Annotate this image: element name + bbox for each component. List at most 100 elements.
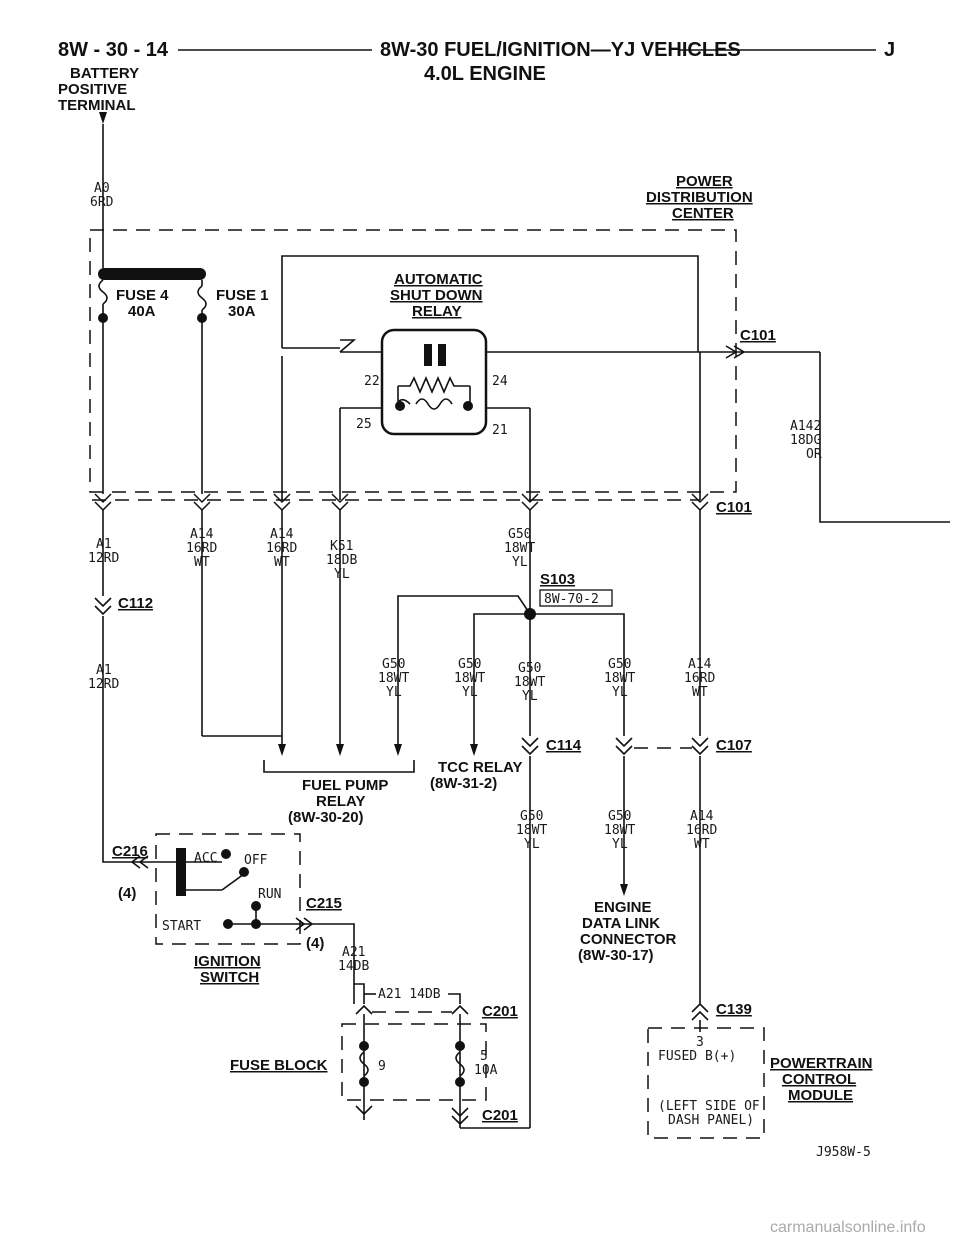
svg-text:ENGINE: ENGINE — [594, 899, 652, 916]
svg-text:G50: G50 — [520, 809, 543, 824]
ign-run: RUN — [258, 887, 281, 902]
svg-text:18WT: 18WT — [378, 671, 409, 686]
battery-terminal-label: BATTERY POSITIVE TERMINAL — [58, 65, 139, 114]
svg-text:G50: G50 — [608, 657, 631, 672]
pin-25: 25 — [356, 417, 372, 432]
connector-c101-top: C101 — [740, 327, 776, 344]
svg-text:WT: WT — [194, 555, 210, 570]
svg-text:YL: YL — [512, 555, 528, 570]
pdc-label: POWER DISTRIBUTION CENTER — [646, 173, 753, 222]
svg-text:CONNECTOR: CONNECTOR — [580, 931, 677, 948]
connector-c201-bottom-icon — [451, 1107, 469, 1126]
tcc-arrow-icon — [470, 744, 478, 756]
svg-text:YL: YL — [612, 837, 628, 852]
svg-text:18WT: 18WT — [604, 671, 635, 686]
svg-text:DISTRIBUTION: DISTRIBUTION — [646, 189, 753, 206]
wire-a142 — [819, 352, 950, 523]
svg-text:RELAY: RELAY — [316, 793, 365, 810]
svg-text:FUSE 4: FUSE 4 — [116, 287, 169, 304]
svg-text:A21: A21 — [342, 945, 365, 960]
connector-c201-left-icon — [355, 1105, 373, 1116]
ign-acc: ACC — [194, 851, 217, 866]
pin-21: 21 — [492, 423, 508, 438]
asd-coil-icon — [397, 398, 453, 410]
connector-c216-icon — [130, 855, 149, 869]
svg-text:POWER: POWER — [676, 173, 733, 190]
connector-c216-pin: (4) — [118, 885, 136, 902]
svg-text:18WT: 18WT — [604, 823, 635, 838]
svg-text:16RD: 16RD — [266, 541, 297, 556]
page-subtitle: 4.0L ENGINE — [424, 63, 546, 85]
edlc-label: ENGINE DATA LINK CONNECTOR (8W-30-17) — [578, 899, 677, 964]
wire-label-g50-2: G50 18WT YL — [454, 657, 485, 700]
fuse-9-icon — [359, 1051, 369, 1077]
svg-text:18WT: 18WT — [504, 541, 535, 556]
pdc-connector-chevrons — [94, 493, 709, 512]
svg-text:WT: WT — [692, 685, 708, 700]
svg-text:DATA LINK: DATA LINK — [582, 915, 660, 932]
pdc-bus-bar — [98, 268, 206, 280]
edge-letter: J — [884, 39, 895, 61]
fuse4-label: FUSE 4 40A — [116, 287, 169, 320]
svg-text:G50: G50 — [458, 657, 481, 672]
wire-a21 — [340, 923, 355, 1004]
svg-text:IGNITION: IGNITION — [194, 953, 261, 970]
svg-text:POWERTRAIN: POWERTRAIN — [770, 1055, 873, 1072]
wire-label-a1-bottom: A1 12RD — [88, 663, 119, 692]
wire-label-a14-right2: A14 16RD WT — [686, 809, 717, 852]
svg-text:YL: YL — [462, 685, 478, 700]
svg-text:18WT: 18WT — [516, 823, 547, 838]
svg-text:YL: YL — [524, 837, 540, 852]
ignition-blade-icon — [221, 873, 245, 891]
wire-label-g50-3: G50 18WT YL — [514, 661, 545, 704]
connector-c112-icon — [94, 597, 112, 616]
svg-text:MODULE: MODULE — [788, 1087, 853, 1104]
connector-c101-bottom: C101 — [716, 499, 752, 516]
svg-text:5: 5 — [480, 1049, 488, 1064]
figure-id: J958W-5 — [816, 1145, 871, 1160]
svg-text:YL: YL — [386, 685, 402, 700]
splice-s103: S103 — [540, 571, 575, 588]
svg-text:A14: A14 — [270, 527, 294, 542]
wire-label-g50-5: G50 18WT YL — [516, 809, 547, 852]
page-title: 8W-30 FUEL/IGNITION—YJ VEHICLES — [380, 39, 741, 61]
watermark: carmanualsonline.info — [770, 1219, 926, 1236]
edlc-arrow-icon — [620, 884, 628, 896]
svg-text:CENTER: CENTER — [672, 205, 734, 222]
battery-arrow-icon — [99, 112, 107, 124]
svg-text:YL: YL — [612, 685, 628, 700]
svg-text:WT: WT — [694, 837, 710, 852]
wire-label-g50-top: G50 18WT YL — [504, 527, 535, 570]
ignition-common-bar — [176, 848, 186, 896]
pdc-internal-loop — [281, 255, 699, 352]
svg-text:G50: G50 — [382, 657, 405, 672]
svg-text:A142: A142 — [790, 419, 821, 434]
svg-text:TCC RELAY: TCC RELAY — [438, 759, 522, 776]
svg-text:TERMINAL: TERMINAL — [58, 97, 136, 114]
connector-c112: C112 — [118, 595, 153, 612]
connector-c101-top-icon — [725, 345, 746, 359]
svg-text:A1: A1 — [96, 537, 112, 552]
connector-c139-icon — [691, 1002, 709, 1021]
svg-text:A14: A14 — [688, 657, 712, 672]
wire-label-a14-b: A14 16RD WT — [266, 527, 297, 570]
connector-c215: C215 — [306, 895, 342, 912]
tcc-relay-label: TCC RELAY (8W-31-2) — [430, 759, 522, 792]
asd-relay-box — [380, 328, 488, 436]
svg-text:CONTROL: CONTROL — [782, 1071, 856, 1088]
wire-label-a14-right: A14 16RD WT — [684, 657, 715, 700]
fuse-block-boundary — [341, 1023, 487, 1101]
svg-text:16RD: 16RD — [186, 541, 217, 556]
svg-text:DASH PANEL): DASH PANEL) — [668, 1113, 754, 1128]
ignition-switch-label: IGNITION SWITCH — [194, 953, 261, 986]
svg-text:30A: 30A — [228, 303, 256, 320]
pin-22: 22 — [364, 374, 380, 389]
splice-ref-box — [539, 589, 613, 607]
ign-off: OFF — [244, 853, 268, 868]
page-number: 8W - 30 - 14 — [58, 39, 169, 61]
fuse-block-label: FUSE BLOCK — [230, 1057, 328, 1074]
connector-c215-pin: (4) — [306, 935, 324, 952]
wire-label-g50-4: G50 18WT YL — [604, 657, 635, 700]
connector-c216: C216 — [112, 843, 148, 860]
